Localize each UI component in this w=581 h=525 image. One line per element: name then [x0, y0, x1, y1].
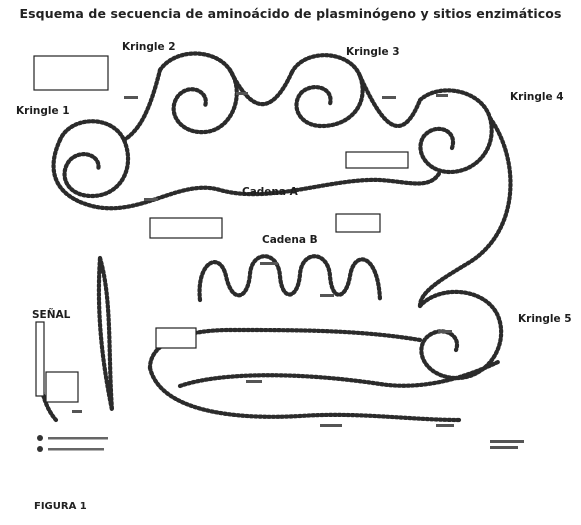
- label-kringle-3: Kringle 3: [346, 46, 400, 58]
- label-kringle-5: Kringle 5: [518, 313, 572, 325]
- diagram-title: Esquema de secuencia de aminoácido de pl…: [19, 6, 562, 21]
- chain-link-k3-k4: [357, 73, 423, 128]
- kringle-1-loop: [57, 119, 131, 199]
- kringle-3-loop: [289, 53, 365, 129]
- label-kringle-4: Kringle 4: [510, 91, 564, 103]
- kringle-4-loop: [417, 88, 494, 175]
- annotation-box-4: [335, 213, 381, 233]
- chain-link-k1-k2: [121, 67, 163, 143]
- annotation-box-2: [345, 151, 409, 169]
- chain-c-terminal: [147, 365, 463, 423]
- figure-label: FIGURA 1: [34, 501, 87, 512]
- legend-dot-2: [37, 446, 43, 452]
- label-kringle-1: Kringle 1: [16, 105, 70, 117]
- annotation-box-3: [149, 217, 223, 239]
- chain-b-folds: [197, 254, 383, 303]
- annotation-box-6: [45, 371, 79, 403]
- chain-a-lower: [51, 137, 443, 211]
- annotation-boxes: [33, 55, 409, 403]
- signal-peptide: [96, 255, 115, 411]
- signal-peptide-bar: [35, 321, 45, 397]
- kringle-2-loop: [157, 51, 239, 135]
- label-cadena-b: Cadena B: [262, 234, 318, 246]
- legend: [37, 435, 108, 452]
- chain-link-k4-k5: [417, 115, 513, 309]
- label-senal: SEÑAL: [32, 308, 71, 321]
- legend-dot-1: [37, 435, 43, 441]
- label-cadena-a: Cadena A: [242, 186, 299, 198]
- annotation-box-1: [33, 55, 109, 91]
- residue-markers: [72, 92, 524, 449]
- annotation-box-5: [155, 327, 197, 349]
- chain-link-k2-k3: [227, 67, 295, 107]
- label-kringle-2: Kringle 2: [122, 41, 176, 53]
